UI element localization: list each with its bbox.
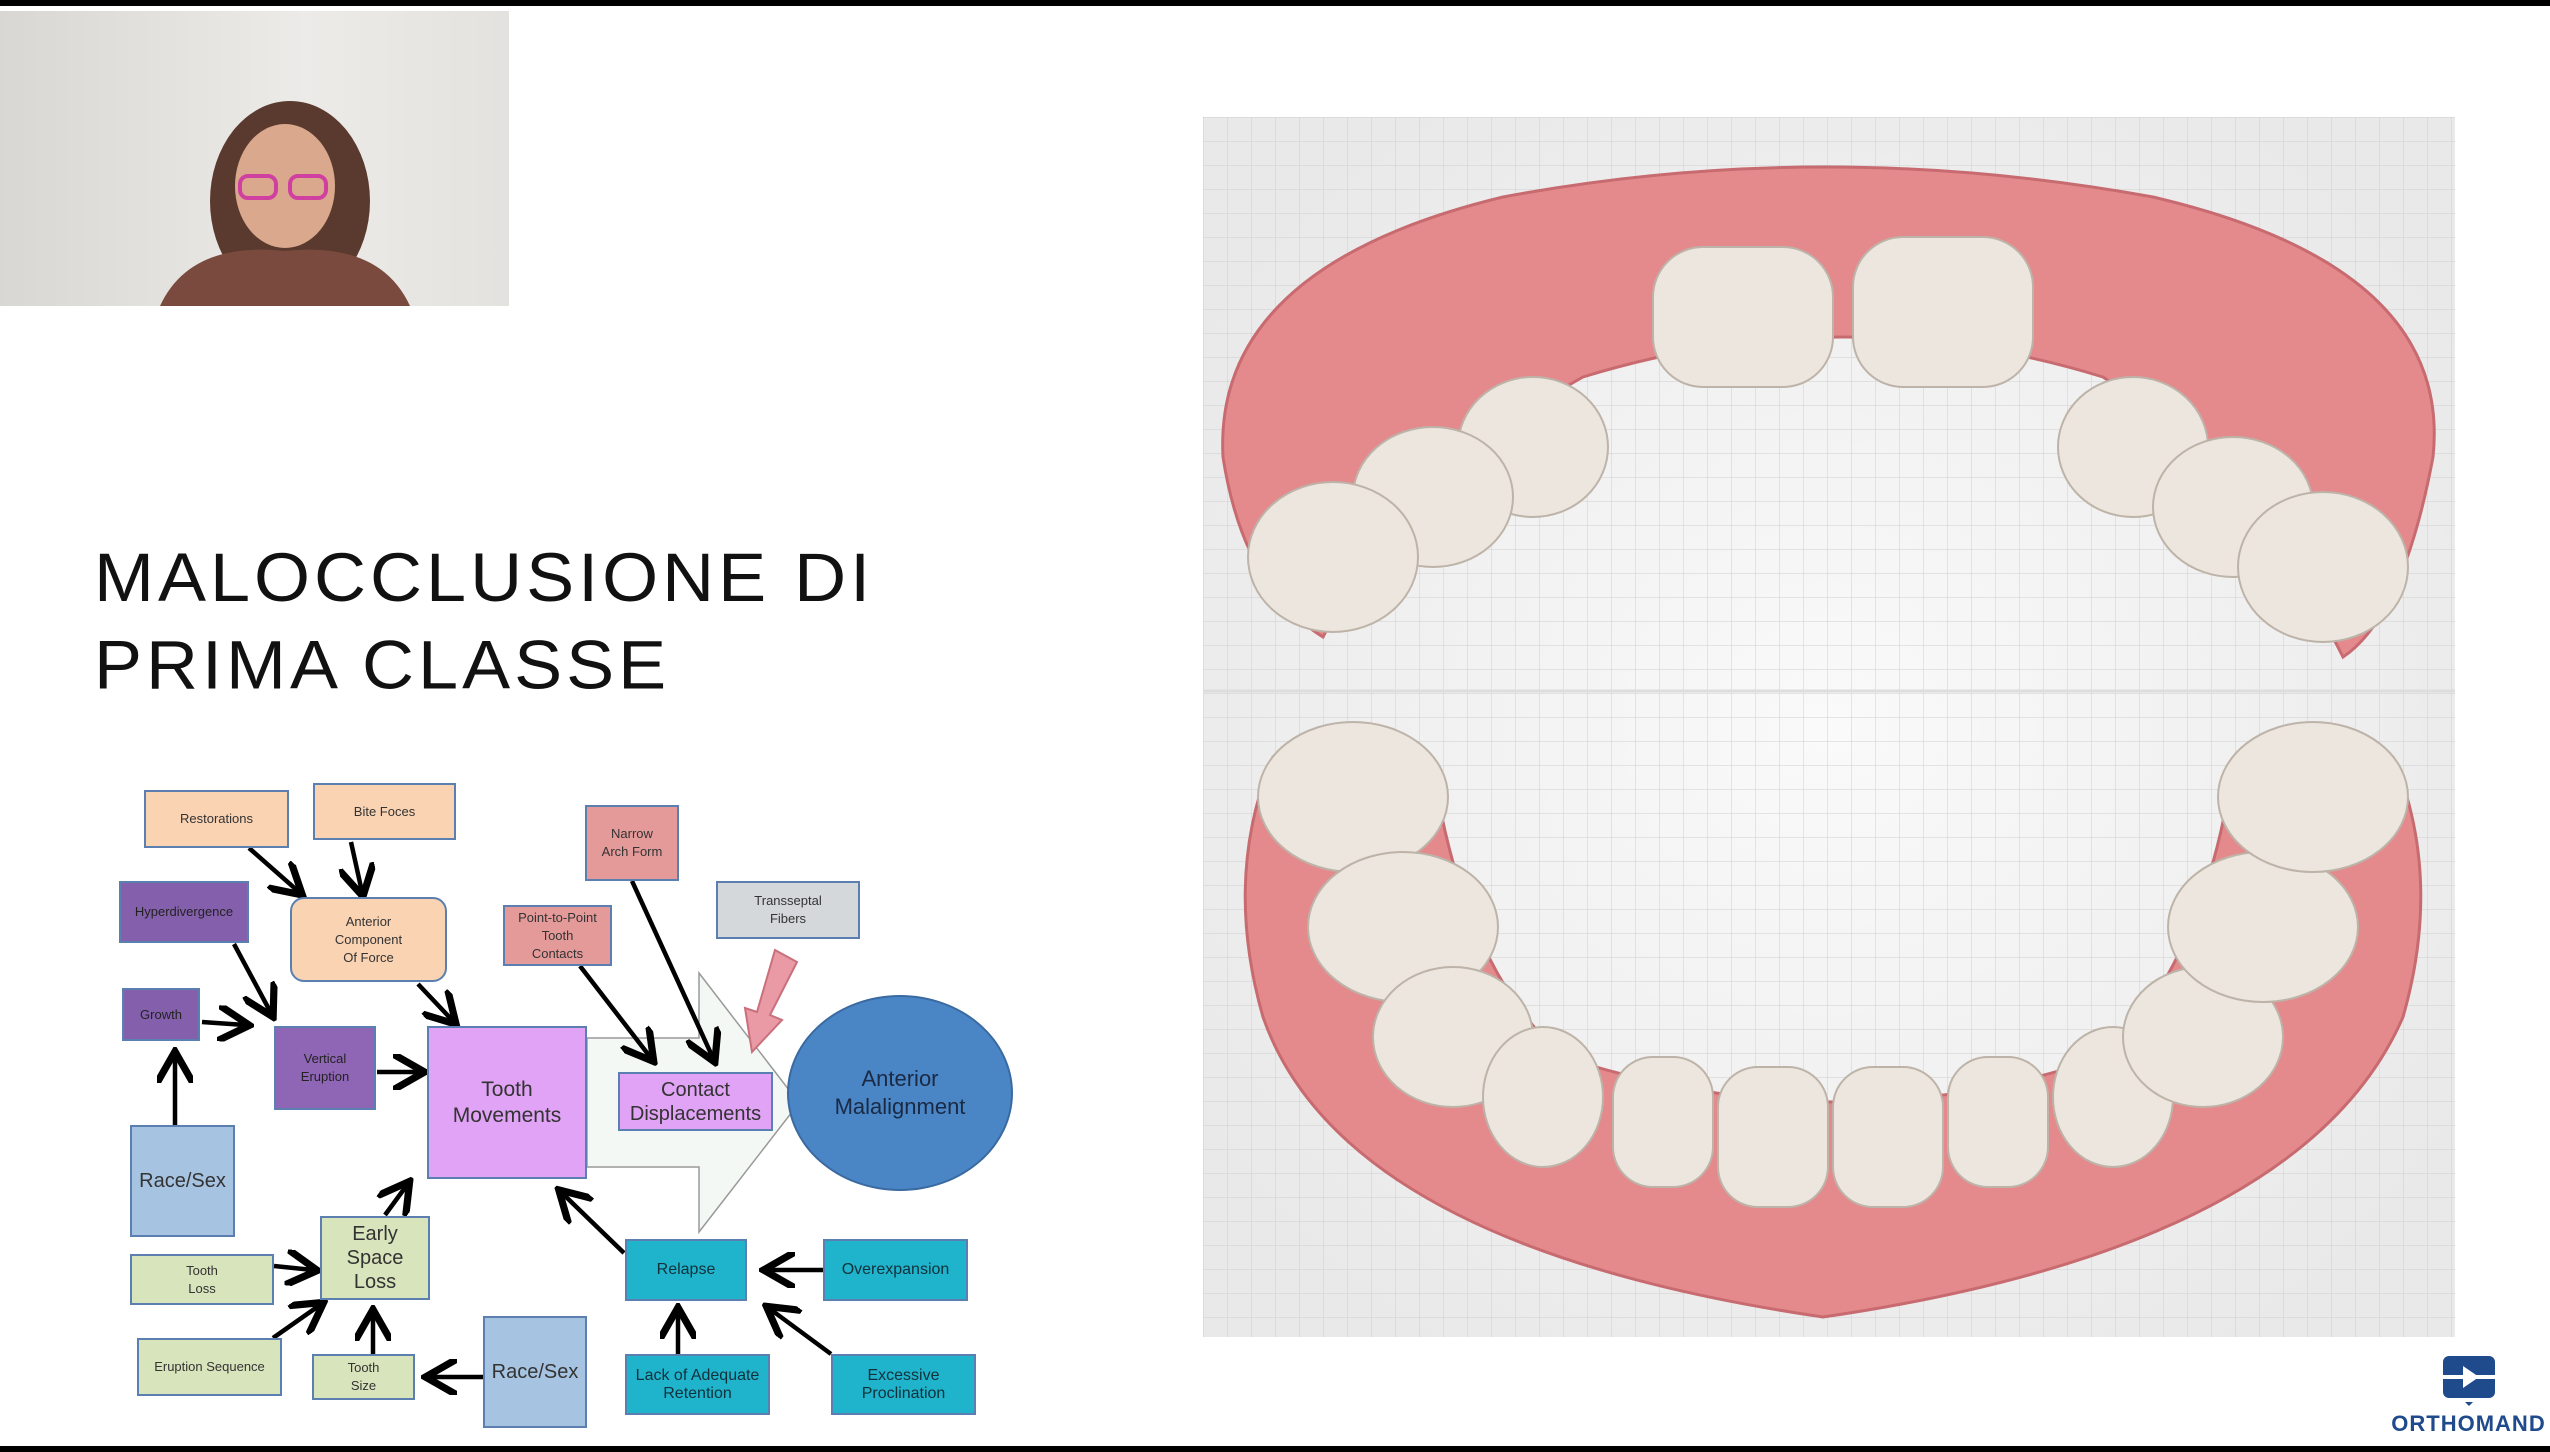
arrow	[351, 841, 362, 892]
logo-text: ORTHOMAND	[2391, 1411, 2546, 1436]
box-anterior-component: Anterior Component Of Force	[290, 897, 447, 982]
arrow	[629, 880, 713, 1058]
arrow	[578, 964, 651, 1058]
arrow	[385, 1185, 407, 1215]
arrow	[416, 982, 453, 1021]
top-bar	[0, 0, 2550, 6]
box-hyperdivergence: Hyperdivergence	[119, 881, 249, 943]
box-restorations: Restorations	[144, 790, 289, 848]
transseptal-arrow-icon	[743, 948, 799, 1055]
box-overexpansion: Overexpansion	[823, 1239, 968, 1301]
box-point-to-point-contacts: Point-to-Point Tooth Contacts	[503, 905, 612, 966]
presenter-video-icon	[160, 101, 410, 306]
box-bite-forces: Bite Foces	[313, 783, 456, 840]
circle-anterior-malalignment: Anterior Malalignment	[787, 995, 1013, 1191]
upper-incisor	[1852, 236, 2034, 388]
box-relapse: Relapse	[625, 1239, 747, 1301]
box-tooth-loss: Tooth Loss	[130, 1254, 274, 1305]
arrow	[562, 1193, 626, 1255]
box-narrow-arch-form: Narrow Arch Form	[585, 805, 679, 881]
box-early-space-loss: Early Space Loss	[320, 1216, 430, 1300]
slide-title: MALOCCLUSIONE DI PRIMA CLASSE	[94, 535, 874, 710]
arrow	[247, 846, 299, 892]
arrow	[201, 1022, 245, 1025]
box-vertical-eruption: Vertical Eruption	[274, 1026, 376, 1110]
box-tooth-size: Tooth Size	[312, 1354, 415, 1400]
presenter-webcam	[0, 11, 509, 306]
box-eruption-sequence: Eruption Sequence	[137, 1338, 282, 1396]
box-transseptal-fibers: Transseptal Fibers	[716, 881, 860, 939]
title-line-1: MALOCCLUSIONE DI	[94, 540, 875, 617]
box-growth: Growth	[122, 988, 200, 1041]
dental-arches-image	[1203, 117, 2455, 1337]
arrow	[770, 1309, 833, 1356]
box-lack-of-adequate-retention: Lack of Adequate Retention	[625, 1354, 770, 1415]
title-line-2: PRIMA CLASSE	[94, 627, 671, 704]
box-race-sex-bottom: Race/Sex	[483, 1316, 587, 1428]
arrow	[232, 942, 271, 1013]
upper-incisor	[1652, 246, 1834, 388]
arrow	[271, 1305, 320, 1340]
box-excessive-proclination: Excessive Proclination	[831, 1354, 976, 1415]
box-race-sex-left: Race/Sex	[130, 1125, 235, 1237]
bottom-bar	[0, 1446, 2550, 1452]
orthomand-logo: ORTHOMAND	[2387, 1356, 2550, 1437]
arrow	[273, 1266, 313, 1270]
play-icon	[2442, 1356, 2495, 1406]
box-contact-displacements: Contact Displacements	[618, 1072, 773, 1131]
box-tooth-movements: Tooth Movements	[427, 1026, 587, 1179]
